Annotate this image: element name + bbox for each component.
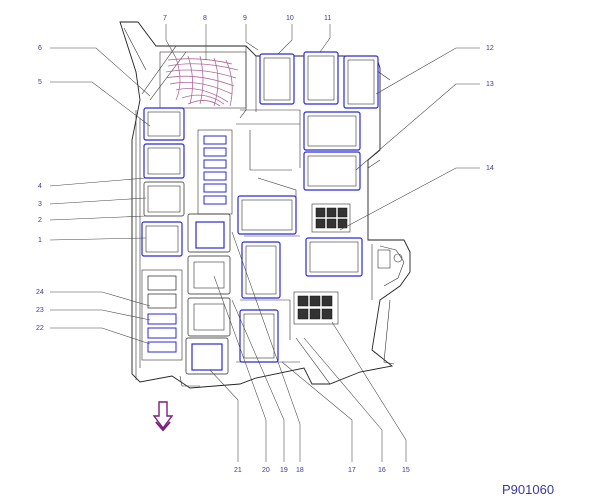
callout-labels: 6 5 4 3 2 1 24 23 22 7 8 9 10 11 12 13 1… (36, 15, 494, 474)
callout-7: 7 (163, 15, 167, 22)
relay-13 (303, 111, 361, 151)
relay-14 (305, 237, 363, 277)
connector-block-lower (293, 291, 339, 325)
relay-13b (303, 151, 361, 191)
relay-16 (241, 241, 281, 299)
callout-12: 12 (486, 45, 494, 52)
center-column-sockets (185, 213, 231, 375)
fuse-box-housing (119, 21, 411, 389)
callout-2: 2 (38, 217, 42, 224)
callout-8: 8 (203, 15, 207, 22)
callout-24: 24 (36, 289, 44, 296)
leader-lines (49, 24, 480, 462)
callout-23: 23 (36, 307, 44, 314)
relay-1 (141, 221, 183, 257)
callout-1: 1 (38, 237, 42, 244)
relay-4 (143, 143, 185, 179)
reference-code: P901060 (502, 482, 554, 497)
callout-16: 16 (378, 467, 386, 474)
callout-22: 22 (36, 325, 44, 332)
callout-13: 13 (486, 81, 494, 88)
wiring-harness (159, 51, 247, 109)
relay-group-right (303, 111, 363, 277)
callout-19: 19 (280, 467, 288, 474)
callout-10: 10 (286, 15, 294, 22)
relay-12 (343, 55, 379, 109)
callout-15: 15 (402, 467, 410, 474)
callout-6: 6 (38, 45, 42, 52)
callout-17: 17 (348, 467, 356, 474)
callout-9: 9 (243, 15, 247, 22)
socket-3 (143, 181, 185, 217)
relay-15 (239, 309, 279, 363)
relay-group-top (259, 51, 379, 109)
lower-left-fuses (141, 269, 183, 361)
mini-fuse-stack (197, 129, 233, 215)
relay-10 (259, 53, 295, 105)
callout-3: 3 (38, 201, 42, 208)
left-column-relays (141, 107, 185, 257)
callout-20: 20 (262, 467, 270, 474)
callout-5: 5 (38, 79, 42, 86)
callout-14: 14 (486, 165, 494, 172)
callout-11: 11 (324, 15, 331, 22)
relay-group-center (237, 195, 297, 363)
callout-21: 21 (234, 467, 242, 474)
callout-4: 4 (38, 183, 42, 190)
relay-11 (303, 51, 339, 105)
down-arrow-icon (152, 401, 174, 432)
relay-17 (237, 195, 297, 235)
callout-18: 18 (296, 467, 304, 474)
relay-5 (143, 107, 185, 141)
connector-block-upper (311, 203, 351, 233)
